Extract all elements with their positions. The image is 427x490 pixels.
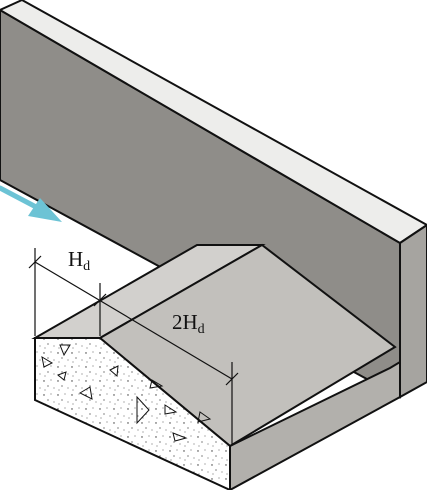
concrete-aggregate: [41, 344, 212, 442]
block-concrete-section: [34, 337, 231, 490]
wall-top-face: [0, 0, 427, 245]
dimension-lines: [28, 248, 239, 444]
dim-label-hd: Hd: [68, 247, 90, 274]
flow-arrow: [0, 185, 62, 222]
wall-side-face: [399, 223, 427, 399]
dim-label-2hd: 2Hd: [172, 310, 205, 337]
trapezoid-block: [31, 243, 401, 490]
